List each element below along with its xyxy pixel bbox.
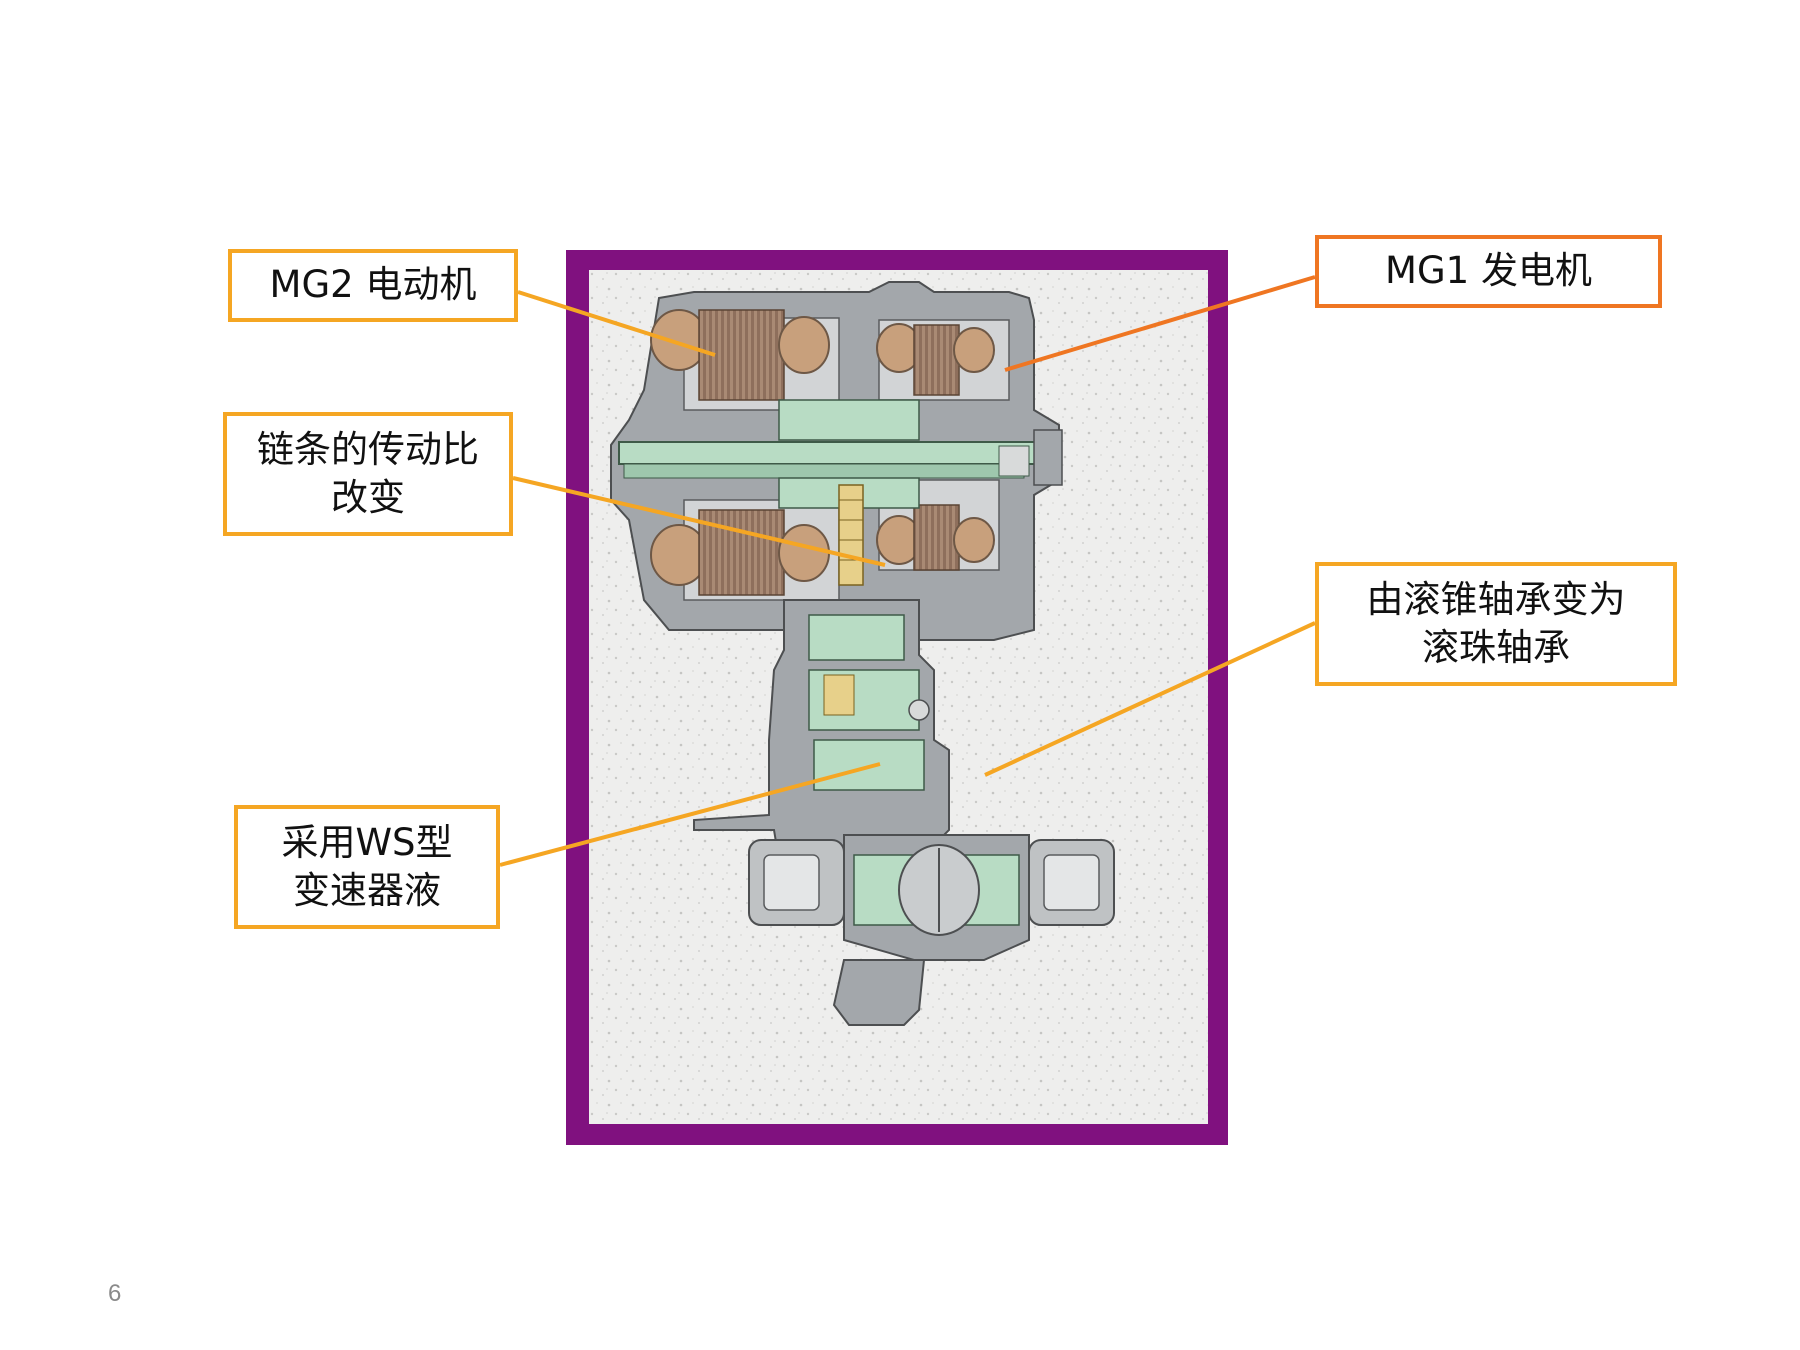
callout-fluid-line1: 采用WS型 [281,820,453,864]
callout-mg1-generator: MG1 发电机 [1315,235,1662,308]
callout-mg1-text: MG1 发电机 [1385,249,1592,293]
callout-fluid-line2: 变速器液 [292,869,441,912]
callout-bearing-line2: 滚珠轴承 [1422,626,1570,669]
callout-mg2-motor: MG2 电动机 [228,249,518,322]
callout-chain-line2: 改变 [331,476,405,519]
differential [748,834,1115,1026]
callout-bearing-line1: 由滚锥轴承变为 [1366,577,1626,621]
callout-chain-line1: 链条的传动比 [257,427,479,471]
callout-chain-ratio: 链条的传动比 改变 [223,412,513,536]
callout-bearing-change: 由滚锥轴承变为 滚珠轴承 [1315,562,1677,686]
callout-mg2-text: MG2 电动机 [269,263,477,307]
page-number: 6 [108,1280,122,1307]
drive-chain [838,484,864,586]
callout-ws-fluid: 采用WS型 变速器液 [234,805,500,929]
mg1-stator [876,323,995,571]
transaxle-cutaway-image [589,270,1208,1124]
